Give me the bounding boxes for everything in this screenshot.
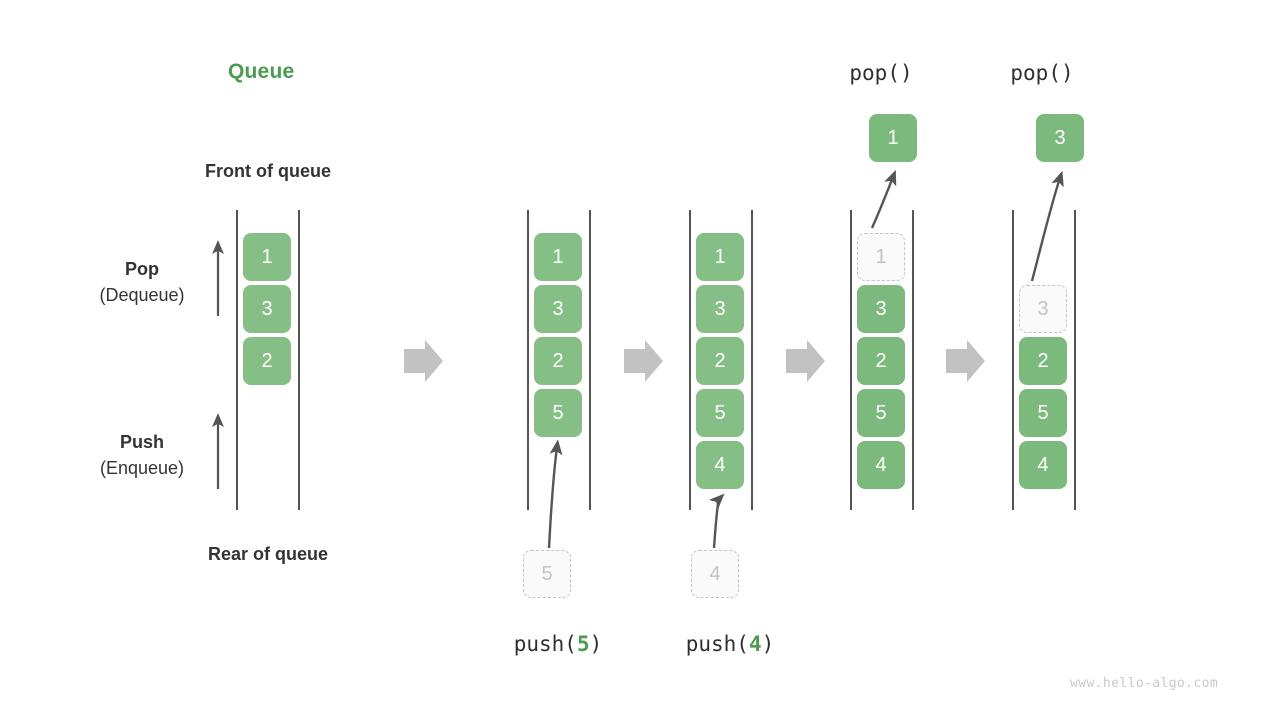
rail-right	[912, 210, 914, 510]
push-side-subtitle: (Enqueue)	[99, 458, 185, 479]
popped-slot-ghost-box: 3	[1019, 285, 1067, 333]
incoming-ghost-box: 4	[691, 550, 739, 598]
rail-right	[1074, 210, 1076, 510]
op-label-pop-1: pop()	[849, 61, 913, 85]
queue-box: 1	[243, 233, 291, 281]
rail-left	[689, 210, 691, 510]
rail-left	[527, 210, 529, 510]
push-side-label: Push (Enqueue)	[62, 429, 222, 481]
queue-box: 5	[534, 389, 582, 437]
rail-left	[236, 210, 238, 510]
queue-box: 2	[1019, 337, 1067, 385]
push-4-flow-arrow-icon	[708, 493, 725, 549]
transition-arrow-icon-1	[404, 340, 443, 382]
outgoing-popped-box: 3	[1036, 114, 1084, 162]
queue-box: 5	[857, 389, 905, 437]
transition-arrow-icon-4	[946, 340, 985, 382]
caption-push-5-fn: push	[513, 632, 565, 656]
queue-box: 1	[696, 233, 744, 281]
queue-box: 3	[243, 285, 291, 333]
caption-push-4-fn: push	[685, 632, 737, 656]
transition-arrow-icon-3	[786, 340, 825, 382]
rear-of-queue-label: Rear of queue	[207, 544, 329, 564]
queue-box: 4	[696, 441, 744, 489]
rail-right	[751, 210, 753, 510]
queue-box: 5	[696, 389, 744, 437]
caption-push-5: push(5)	[513, 632, 603, 656]
popped-slot-ghost-box: 1	[857, 233, 905, 281]
incoming-ghost-box: 5	[523, 550, 571, 598]
pop-side-subtitle: (Dequeue)	[99, 285, 185, 306]
rail-right	[298, 210, 300, 510]
queue-box: 3	[857, 285, 905, 333]
rail-right	[589, 210, 591, 510]
push-side-title: Push	[119, 432, 164, 452]
caption-push-5-arg: 5	[576, 632, 590, 656]
queue-box: 3	[696, 285, 744, 333]
outgoing-popped-box: 1	[869, 114, 917, 162]
queue-box: 2	[696, 337, 744, 385]
transition-arrow-icon-2	[624, 340, 663, 382]
queue-box: 1	[534, 233, 582, 281]
queue-box: 2	[534, 337, 582, 385]
rail-left	[850, 210, 852, 510]
op-label-pop-2: pop()	[1010, 61, 1074, 85]
queue-box: 4	[857, 441, 905, 489]
rail-left	[1012, 210, 1014, 510]
pop-3-flow-arrow-icon	[1030, 170, 1064, 282]
pop-side-label: Pop (Dequeue)	[62, 256, 222, 308]
caption-push-4-arg: 4	[748, 632, 762, 656]
caption-push-4: push(4)	[685, 632, 775, 656]
push-5-flow-arrow-icon	[547, 439, 563, 549]
queue-box: 4	[1019, 441, 1067, 489]
watermark: www.hello-algo.com	[1070, 676, 1219, 691]
queue-box: 2	[243, 337, 291, 385]
queue-box: 2	[857, 337, 905, 385]
pop-1-flow-arrow-icon	[870, 169, 897, 229]
queue-box: 3	[534, 285, 582, 333]
page-title: Queue	[228, 60, 295, 83]
queue-box: 5	[1019, 389, 1067, 437]
pop-side-title: Pop	[125, 259, 159, 279]
front-of-queue-label: Front of queue	[205, 161, 331, 181]
